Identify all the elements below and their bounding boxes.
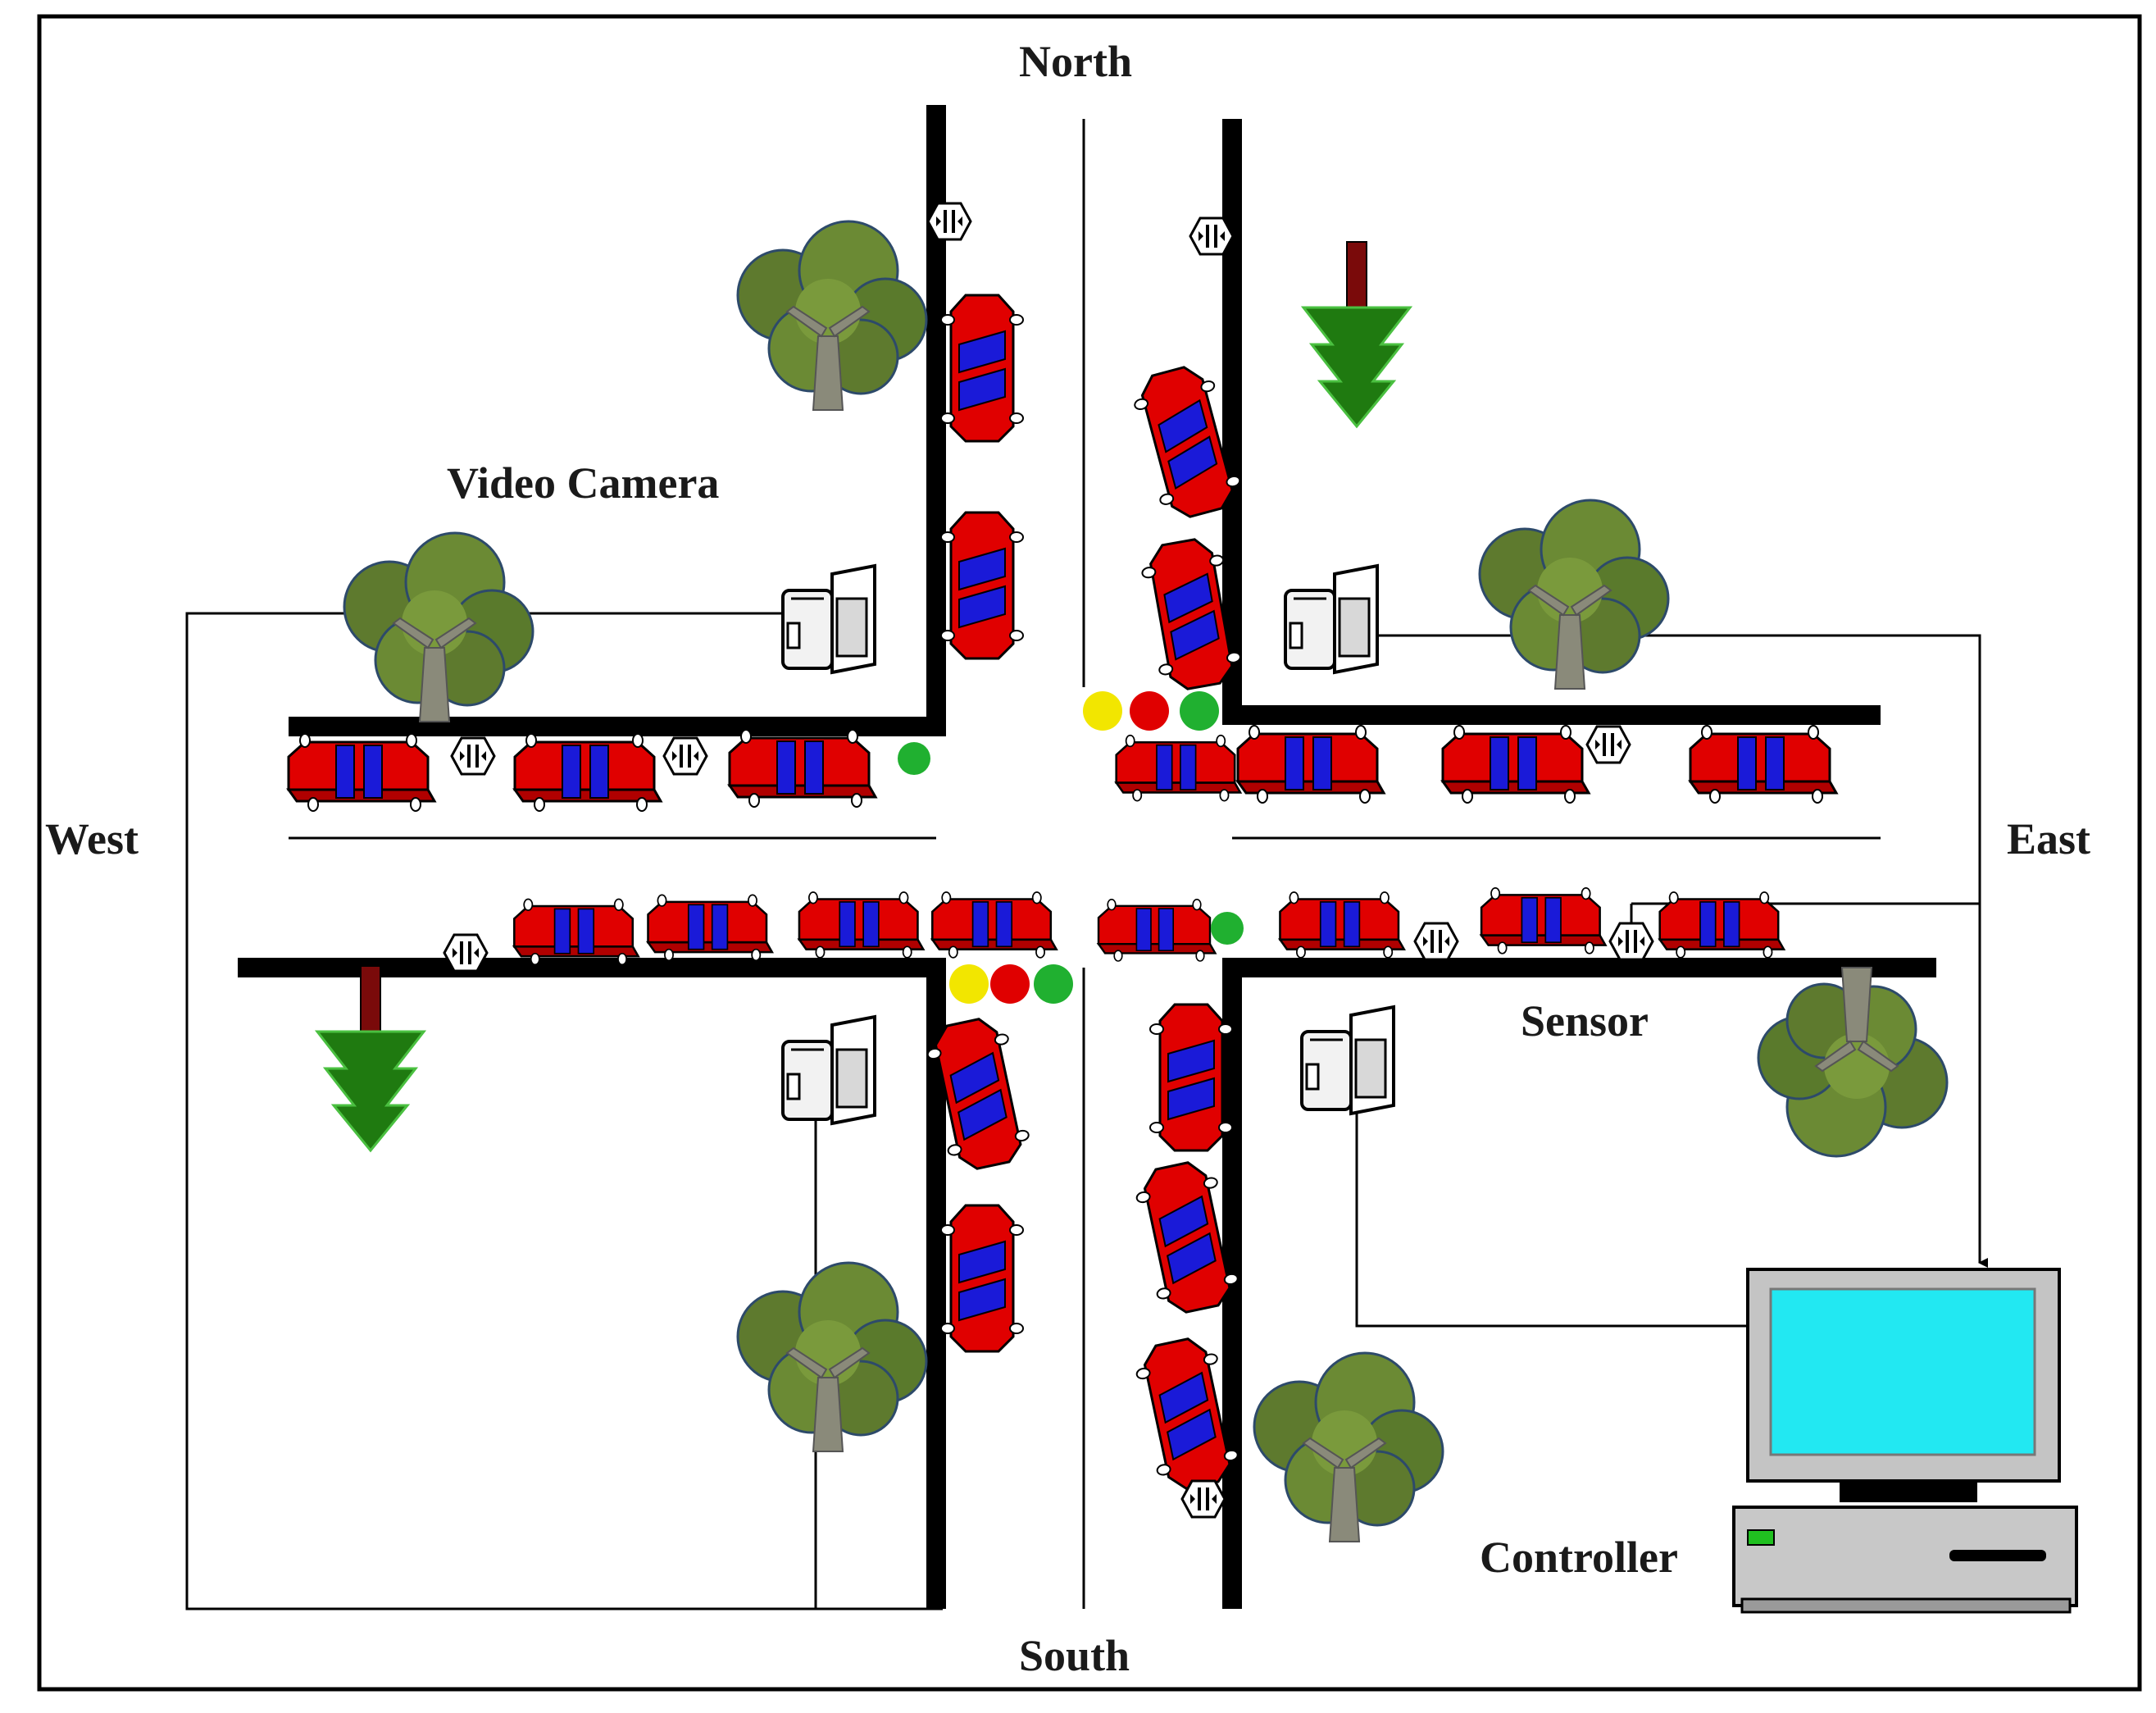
sensor-icon <box>1180 1479 1226 1519</box>
tree-icon <box>343 531 534 723</box>
car-icon <box>1149 1003 1234 1152</box>
car-icon <box>798 891 925 959</box>
car-icon <box>1115 734 1242 802</box>
video-camera-label: Video Camera <box>447 458 720 508</box>
car-icon <box>287 732 436 813</box>
lane-center-lines <box>289 119 1881 1609</box>
car-icon <box>728 728 877 809</box>
road-edges <box>238 105 1936 1609</box>
car-icon <box>1236 724 1385 804</box>
traffic-light-green <box>898 742 930 775</box>
direction-label-north: North <box>1019 37 1132 86</box>
traffic-light-yellow <box>949 964 989 1004</box>
traffic-light-yellow <box>1083 691 1122 731</box>
car-icon <box>939 511 1025 660</box>
sensor-icon <box>1585 725 1631 764</box>
car-icon <box>1441 724 1590 804</box>
sensor-icon <box>450 736 496 776</box>
car-icon <box>1097 898 1217 963</box>
traffic-light-north <box>1083 691 1219 731</box>
traffic-light-red <box>1130 691 1169 731</box>
car-icon <box>647 894 774 962</box>
car-icon <box>939 294 1025 443</box>
traffic-light-south <box>949 964 1073 1004</box>
sensor-icon <box>1189 216 1235 256</box>
car-icon <box>931 891 1058 959</box>
video-camera-icon <box>781 1015 876 1125</box>
car-icon <box>1658 891 1785 959</box>
direction-arrow-icon <box>316 964 425 1152</box>
trees <box>343 220 1949 1543</box>
controller-label: Controller <box>1480 1533 1678 1582</box>
tree-icon <box>1757 966 1949 1158</box>
sensor-icon <box>1413 922 1459 961</box>
car-icon <box>513 898 639 966</box>
tree-icon <box>736 1261 928 1453</box>
sensor-label: Sensor <box>1521 996 1649 1046</box>
tree-icon <box>736 220 928 412</box>
outer-frame <box>37 14 2142 1692</box>
direction-label-east: East <box>2007 814 2091 863</box>
car-icon <box>513 732 662 813</box>
car-icon <box>1279 891 1406 959</box>
traffic-light-green <box>1034 964 1073 1004</box>
direction-label-west: West <box>45 814 139 863</box>
sensor-icon <box>443 933 489 973</box>
video-camera-icon <box>1300 1005 1395 1115</box>
traffic-light-green <box>1211 912 1244 945</box>
car-icon <box>1689 724 1838 804</box>
controller-computer-icon <box>1732 1268 2078 1614</box>
tree-icon <box>1478 499 1670 690</box>
direction-arrow-icon <box>1302 240 1412 428</box>
traffic-light-green <box>1180 691 1219 731</box>
sensors <box>443 202 1654 1519</box>
traffic-light-red <box>990 964 1030 1004</box>
car-icon <box>939 1204 1025 1353</box>
sensor-icon <box>926 202 972 241</box>
video-camera-icon <box>781 564 876 674</box>
video-cameras <box>781 564 1395 1125</box>
car-icon <box>1480 886 1607 955</box>
tree-icon <box>1253 1351 1444 1543</box>
sensor-icon <box>662 736 708 776</box>
video-camera-icon <box>1284 564 1379 674</box>
sensor-icon <box>1608 922 1654 961</box>
direction-label-south: South <box>1019 1631 1130 1680</box>
